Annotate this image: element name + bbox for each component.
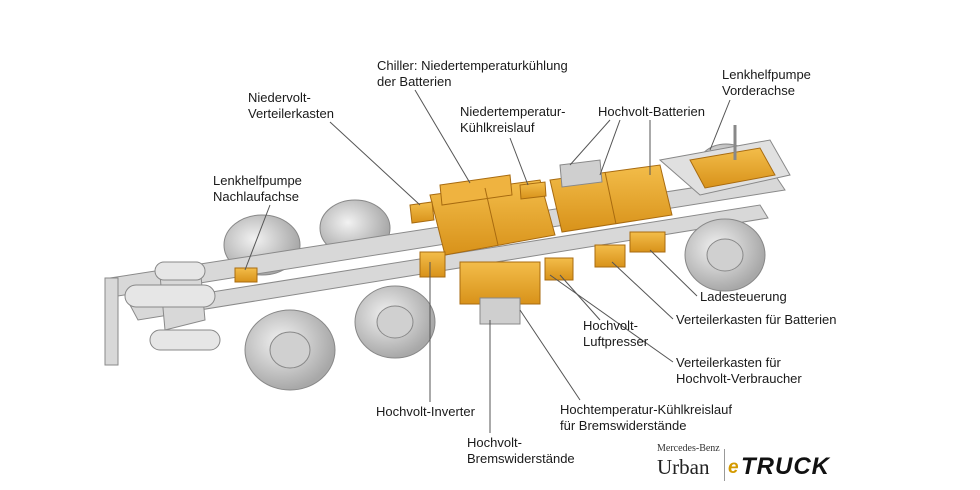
label-niedervolt-verteilerkasten: Niedervolt-Verteilerkasten <box>248 90 334 121</box>
wheels-front <box>244 218 766 391</box>
label-verteilerkasten-batterien: Verteilerkasten für Batterien <box>676 312 837 327</box>
label-hochvolt-inverter: Hochvolt-Inverter <box>376 404 475 419</box>
logo-divider <box>724 449 725 481</box>
label-hochvolt-luftpresser: Hochvolt-Luftpresser <box>583 318 649 349</box>
air-tanks <box>124 261 221 351</box>
label-ladesteuerung: Ladesteuerung <box>700 289 787 304</box>
front-module <box>658 125 791 196</box>
label-hochvolt-batterien: Hochvolt-Batterien <box>598 104 705 119</box>
label-niedertemperatur-kuehlkreislauf: Niedertemperatur-Kühlkreislauf <box>460 104 566 135</box>
label-hochvolt-bremswiderstaende: Hochvolt-Bremswiderstände <box>467 435 575 466</box>
battery-packs <box>409 159 673 256</box>
leader-lines <box>244 89 731 433</box>
lower-components <box>234 231 666 325</box>
